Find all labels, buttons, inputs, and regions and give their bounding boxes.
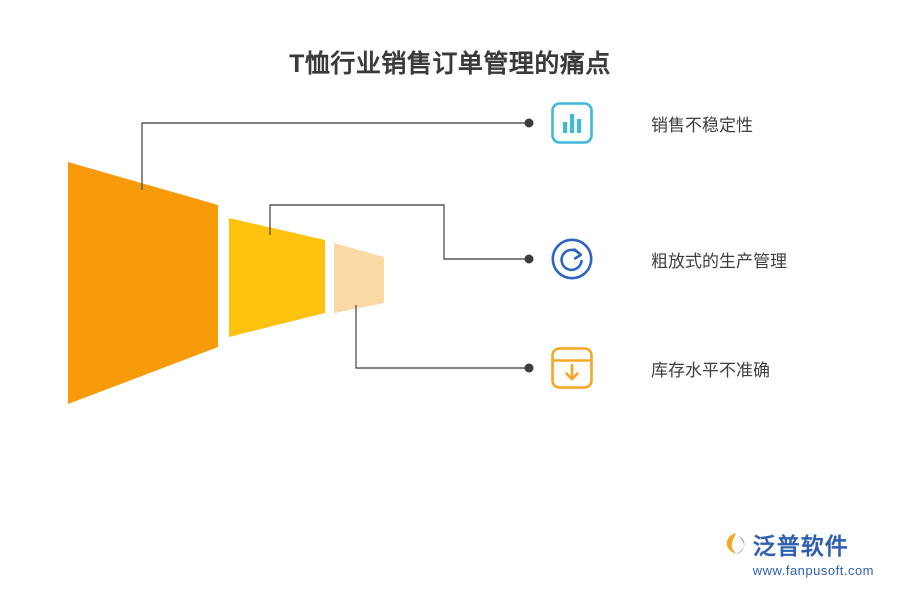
pain-point-item-1[interactable]: 销售不稳定性 (549, 100, 753, 146)
bar-chart-icon (549, 100, 595, 146)
pain-point-label-1: 销售不稳定性 (651, 115, 753, 135)
watermark: 泛普软件 www.fanpusoft.com (723, 527, 874, 578)
connector-dot-2 (524, 254, 534, 264)
refresh-cycle-icon (549, 236, 595, 282)
pain-point-item-2[interactable]: 粗放式的生产管理 (549, 236, 787, 282)
watermark-url: www.fanpusoft.com (752, 563, 874, 578)
funnel-stage-medium (229, 218, 325, 337)
connector-line-1 (141, 122, 527, 190)
funnel-stage-small (334, 243, 384, 313)
watermark-brand-row: 泛普软件 (723, 527, 849, 561)
connector-dot-3 (524, 363, 534, 373)
connector-line-3 (355, 305, 527, 369)
fanpu-logo-icon (726, 533, 745, 554)
connector-line-2 (269, 204, 527, 260)
inbox-download-icon (549, 345, 595, 391)
pain-point-item-3[interactable]: 库存水平不准确 (549, 345, 770, 391)
pain-point-label-3: 库存水平不准确 (651, 360, 770, 380)
funnel-stage-large (68, 162, 218, 404)
page-title: T恤行业销售订单管理的痛点 (289, 50, 611, 78)
connector-dot-1 (524, 118, 534, 128)
watermark-brand: 泛普软件 (752, 533, 849, 559)
pain-point-label-2: 粗放式的生产管理 (651, 251, 787, 271)
